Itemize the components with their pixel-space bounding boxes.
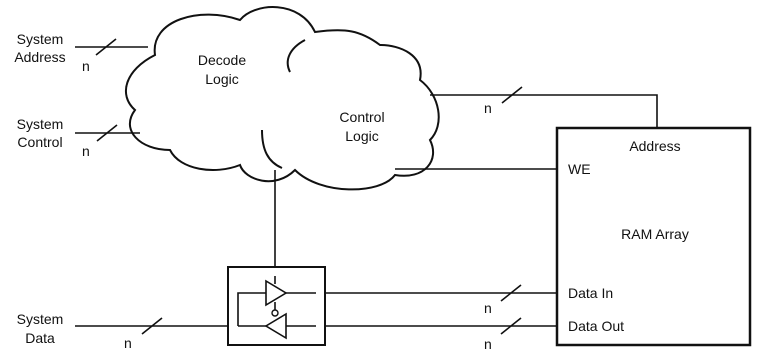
control-logic-label-line2: Logic [345,128,378,144]
ram-data-out-label: Data Out [568,318,624,334]
system-address-label-line1: System [17,31,64,47]
system-address-label-line2: Address [14,49,65,65]
system-control-label-line1: System [17,116,64,132]
ram-array-box [555,126,752,347]
bus-width-label: n [484,300,492,316]
input-buffer-triangle [265,279,288,307]
enable-inverter-bubble [271,309,279,317]
decode-logic-label-line1: Decode [198,52,246,68]
bus-width-label: n [484,336,492,352]
bidirectional-buffer [227,266,326,346]
logic-cloud [125,6,440,191]
address-bus [430,94,658,128]
bus-width-label: n [82,58,90,74]
ram-data-in-label: Data In [568,285,613,301]
decode-logic-label-line2: Logic [205,71,238,87]
output-buffer-triangle [264,312,287,340]
bus-width-label: n [484,100,492,116]
system-data-label-line1: System [17,311,64,327]
ram-address-label: Address [629,138,680,154]
cloud-inner-lines [261,39,306,169]
ram-we-label: WE [568,161,591,177]
system-data-label-line2: Data [25,330,55,346]
ram-array-label: RAM Array [621,226,689,242]
bus-lines [75,38,658,335]
bus-width-label: n [124,335,132,351]
control-logic-label-line1: Control [339,109,384,125]
system-control-label-line2: Control [17,134,62,150]
bus-width-label: n [82,143,90,159]
